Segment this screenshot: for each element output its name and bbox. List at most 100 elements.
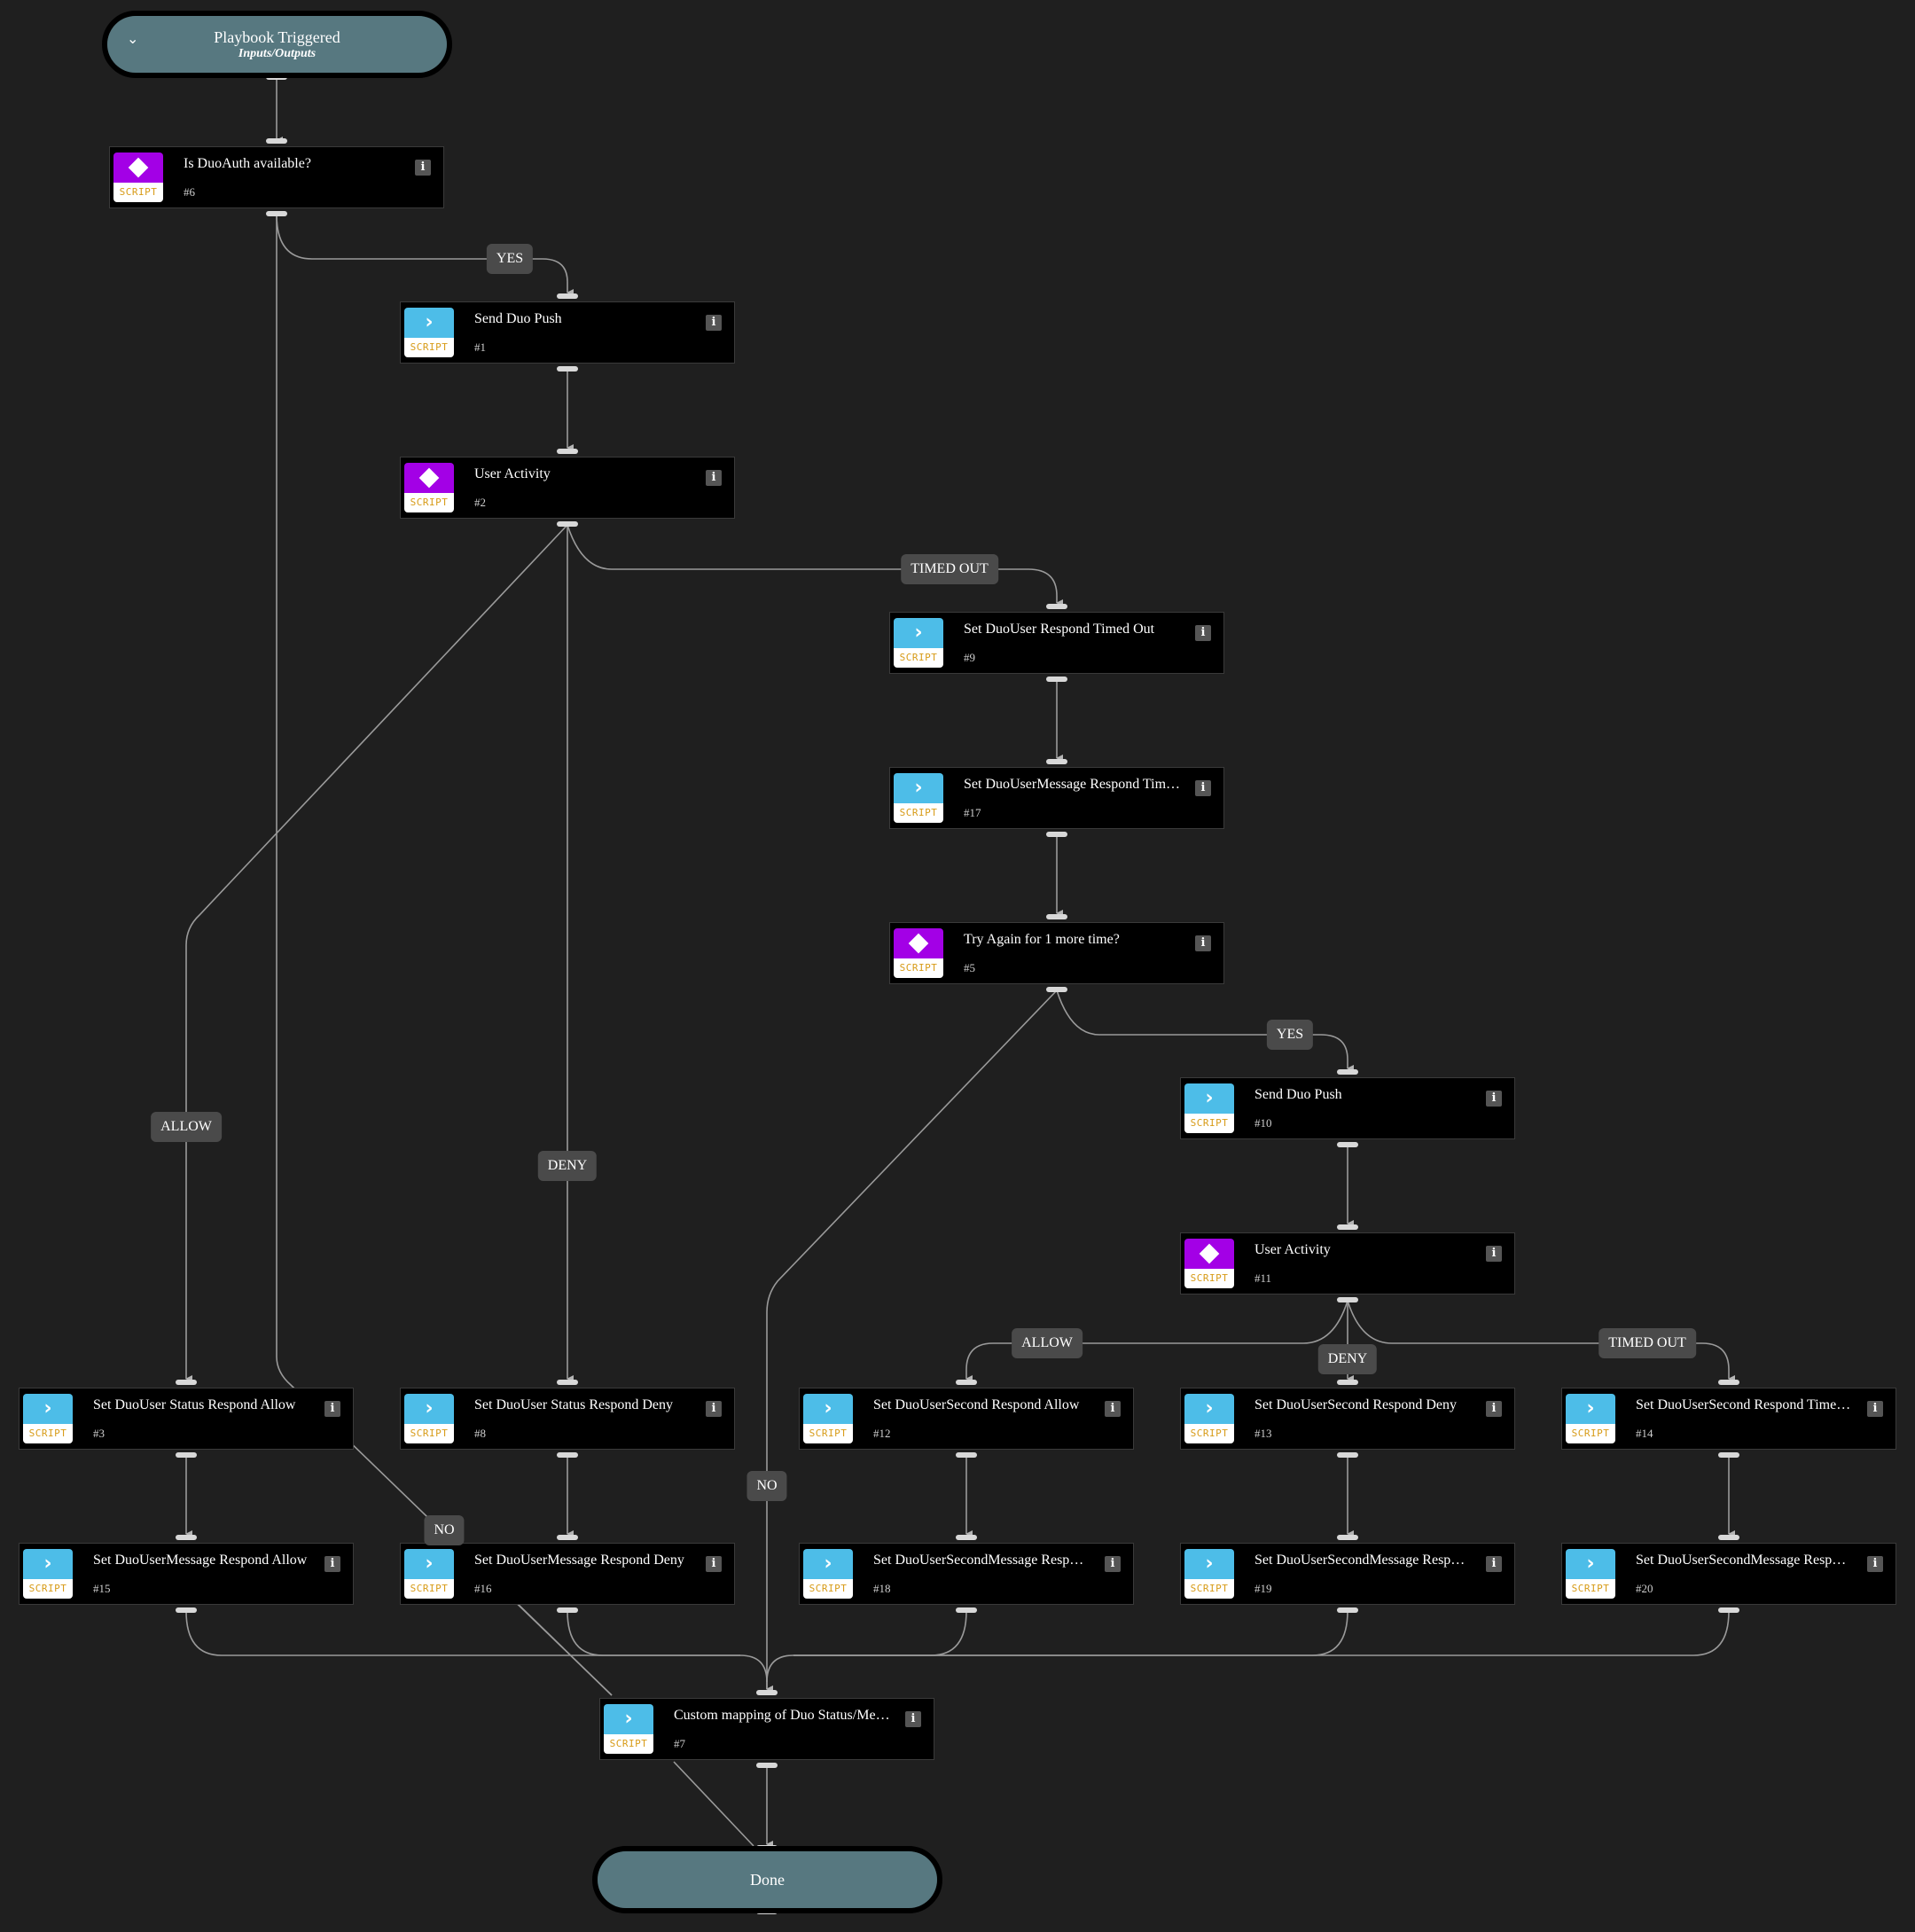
edge-2-9 [567,524,1063,606]
diamond-icon [908,933,929,954]
info-icon[interactable]: i [1195,780,1211,796]
task-node-20[interactable]: ›SCRIPT Set DuoUserSecondMessage Respond… [1561,1543,1896,1605]
condition-badge: SCRIPT [404,463,454,512]
info-icon[interactable]: i [1195,935,1211,951]
task-node-14[interactable]: ›SCRIPT Set DuoUserSecond Respond Timed … [1561,1388,1896,1450]
info-icon[interactable]: i [1486,1246,1502,1262]
task-node-3[interactable]: ›SCRIPT Set DuoUser Status Respond Allow… [19,1388,354,1450]
script-tag: SCRIPT [1184,1114,1234,1133]
task-node-12[interactable]: ›SCRIPT Set DuoUserSecond Respond Allow … [799,1388,1134,1450]
task-title: User Activity [474,466,551,481]
done-node[interactable]: Done [592,1846,942,1913]
task-node-11[interactable]: SCRIPT User Activity #11 i [1180,1232,1515,1295]
task-number: #19 [1255,1582,1272,1595]
script-tag: SCRIPT [404,493,454,512]
info-icon[interactable]: i [324,1556,340,1572]
edge-label-no: NO [746,1471,787,1501]
task-node-5[interactable]: SCRIPT Try Again for 1 more time? #5 i [889,922,1224,984]
task-number: #3 [93,1427,105,1440]
condition-badge: SCRIPT [113,153,163,202]
command-badge: ›SCRIPT [404,308,454,357]
edge-18-7 [766,1610,967,1683]
info-icon[interactable]: i [1867,1401,1883,1417]
task-number: #10 [1255,1116,1272,1130]
task-number: #17 [964,806,981,819]
info-icon[interactable]: i [1867,1556,1883,1572]
task-title: Set DuoUserMessage Respond Deny [474,1553,684,1568]
command-badge: ›SCRIPT [1566,1394,1615,1443]
task-title: Set DuoUserMessage Respond Allow [93,1553,308,1568]
info-icon[interactable]: i [905,1711,921,1727]
task-node-1[interactable]: ›SCRIPT Send Duo Push #1 i [400,301,735,364]
condition-badge: SCRIPT [1184,1239,1234,1288]
diamond-icon [1199,1243,1220,1264]
command-badge: ›SCRIPT [23,1394,73,1443]
task-node-2[interactable]: SCRIPT User Activity #2 i [400,457,735,519]
inputs-outputs-link[interactable]: Inputs/Outputs [238,47,317,60]
edge-19-7 [793,1610,1348,1656]
edge-6-7 [276,215,613,1696]
script-tag: SCRIPT [604,1734,653,1754]
task-node-9[interactable]: ›SCRIPT Set DuoUser Respond Timed Out #9… [889,612,1224,674]
task-number: #7 [674,1737,685,1750]
task-node-17[interactable]: ›SCRIPT Set DuoUserMessage Respond Timed… [889,767,1224,829]
script-tag: SCRIPT [1184,1269,1234,1288]
task-node-7[interactable]: ›SCRIPT Custom mapping of Duo Status/Mes… [599,1698,934,1760]
playbook-triggered-node[interactable]: ⌄ Playbook Triggered Inputs/Outputs [102,11,452,78]
chevron-right-icon: › [914,777,923,799]
script-tag: SCRIPT [1184,1579,1234,1599]
info-icon[interactable]: i [706,315,722,331]
chevron-right-icon: › [1205,1087,1214,1109]
task-number: #16 [474,1582,492,1595]
chevron-right-icon: › [43,1553,52,1575]
task-title: Set DuoUser Status Respond Allow [93,1397,296,1412]
edge-label-yes: YES [1266,1020,1314,1050]
task-title: Is DuoAuth available? [184,156,311,171]
task-node-8[interactable]: ›SCRIPT Set DuoUser Status Respond Deny … [400,1388,735,1450]
task-number: #11 [1255,1271,1272,1285]
edge-6-1 [276,214,574,296]
info-icon[interactable]: i [415,160,431,176]
chevron-right-icon: › [824,1397,832,1420]
task-node-13[interactable]: ›SCRIPT Set DuoUserSecond Respond Deny #… [1180,1388,1515,1450]
info-icon[interactable]: i [1105,1556,1121,1572]
task-node-19[interactable]: ›SCRIPT Set DuoUserSecondMessage Respond… [1180,1543,1515,1605]
info-icon[interactable]: i [324,1401,340,1417]
info-icon[interactable]: i [1105,1401,1121,1417]
info-icon[interactable]: i [706,1556,722,1572]
task-number: #13 [1255,1427,1272,1440]
chevron-right-icon: › [425,1553,434,1575]
command-badge: ›SCRIPT [1184,1394,1234,1443]
task-node-15[interactable]: › SCRIPT Set DuoUserMessage Respond Allow… [19,1543,354,1605]
task-number: #18 [873,1582,891,1595]
task-title: User Activity [1255,1242,1331,1257]
info-icon[interactable]: i [706,1401,722,1417]
info-icon[interactable]: i [706,470,722,486]
script-tag: SCRIPT [404,338,454,357]
task-node-6[interactable]: SCRIPT Is DuoAuth available? #6 i [109,146,444,208]
chevron-right-icon: › [914,622,923,644]
chevron-right-icon: › [1586,1397,1595,1420]
edge-label-timed-out: TIMED OUT [1598,1328,1696,1358]
task-number: #9 [964,651,975,664]
task-number: #12 [873,1427,891,1440]
info-icon[interactable]: i [1195,625,1211,641]
info-icon[interactable]: i [1486,1091,1502,1107]
task-node-10[interactable]: ›SCRIPT Send Duo Push #10 i [1180,1077,1515,1139]
chevron-right-icon: › [1205,1397,1214,1420]
diamond-icon [418,467,440,489]
task-number: #20 [1636,1582,1653,1595]
command-badge: ›SCRIPT [894,773,943,823]
task-title: Set DuoUserMessage Respond Timed Out [964,777,1181,792]
script-tag: SCRIPT [113,183,163,202]
chevron-right-icon: › [43,1397,52,1420]
task-node-16[interactable]: ›SCRIPT Set DuoUserMessage Respond Deny … [400,1543,735,1605]
task-node-18[interactable]: ›SCRIPT Set DuoUserSecondMessage Respond… [799,1543,1134,1605]
command-badge: ›SCRIPT [1184,1549,1234,1599]
script-tag: SCRIPT [23,1579,73,1599]
chevron-down-icon[interactable]: ⌄ [127,30,139,47]
info-icon[interactable]: i [1486,1401,1502,1417]
edge-16-7 [567,1610,740,1656]
info-icon[interactable]: i [1486,1556,1502,1572]
